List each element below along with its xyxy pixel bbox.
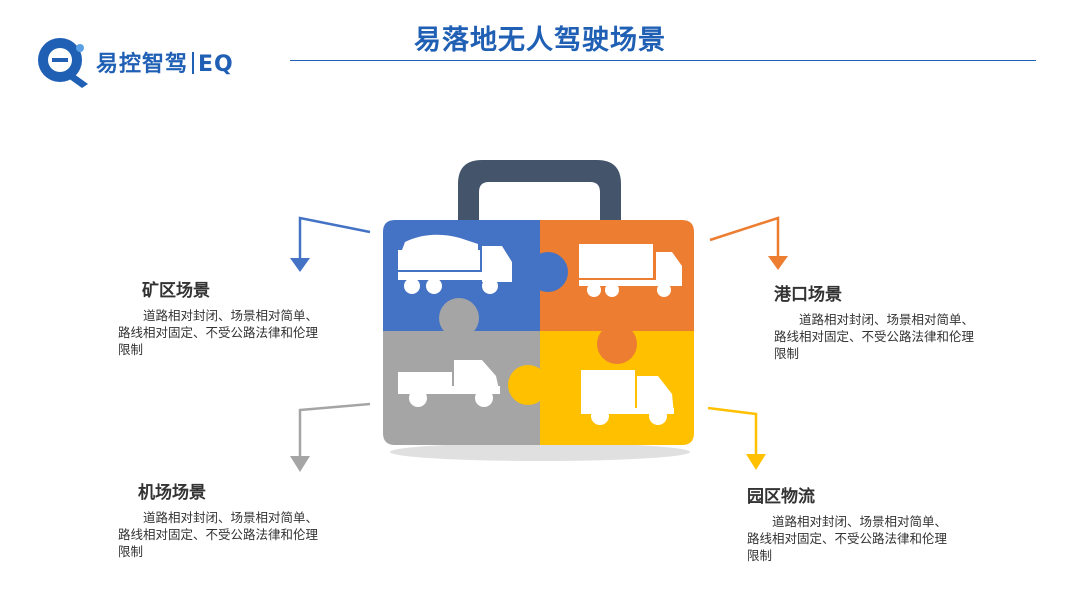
eq-logo-icon [38,38,88,88]
puzzle-tab-orange [597,324,637,364]
connector-port [709,216,780,256]
scene-mining: 矿区场景 道路相对封闭、场景相对简单、路线相对固定、不受公路法律和伦理限制 [118,276,318,358]
scene-description: 道路相对封闭、场景相对简单、路线相对固定、不受公路法律和伦理限制 [747,514,948,563]
scene-title: 矿区场景 [142,281,210,301]
suitcase-shadow [390,443,690,461]
box-truck-icon [581,370,674,425]
page-title: 易落地无人驾驶场景 [414,25,666,56]
container-truck-icon [579,244,682,297]
connector-airport [298,402,371,456]
arrow-park-icon [746,454,766,470]
scene-description: 道路相对封闭、场景相对简单、路线相对固定、不受公路法律和伦理限制 [118,308,319,357]
scene-description: 道路相对封闭、场景相对简单、路线相对固定、不受公路法律和伦理限制 [118,510,319,559]
brand-logo: 易控智驾 EQ [34,34,274,90]
scene-title: 园区物流 [747,487,815,507]
brand-divider [192,52,195,74]
brand-name: 易控智驾 [96,52,189,77]
puzzle-tab-gray [439,298,479,338]
scene-description: 道路相对封闭、场景相对简单、路线相对固定、不受公路法律和伦理限制 [774,312,975,361]
arrow-airport-icon [290,456,310,472]
brand-suffix: EQ [198,52,234,77]
puzzle-tab-yellow [508,365,548,405]
pickup-truck-icon [398,360,500,407]
suitcase-handle [458,160,621,225]
scene-airport: 机场场景 道路相对封闭、场景相对简单、路线相对固定、不受公路法律和伦理限制 [118,478,318,560]
arrow-mining-icon [290,258,310,272]
connector-mining [298,216,371,258]
arrow-port-icon [768,256,788,270]
connector-park [707,406,758,454]
title-underline [290,60,1036,61]
scene-title: 港口场景 [774,285,842,305]
scene-port: 港口场景 道路相对封闭、场景相对简单、路线相对固定、不受公路法律和伦理限制 [774,280,974,362]
scene-title: 机场场景 [138,483,206,503]
scene-park-logistics: 园区物流 道路相对封闭、场景相对简单、路线相对固定、不受公路法律和伦理限制 [747,482,947,564]
puzzle-tab-blue [528,252,568,292]
dump-truck-icon [398,234,512,294]
